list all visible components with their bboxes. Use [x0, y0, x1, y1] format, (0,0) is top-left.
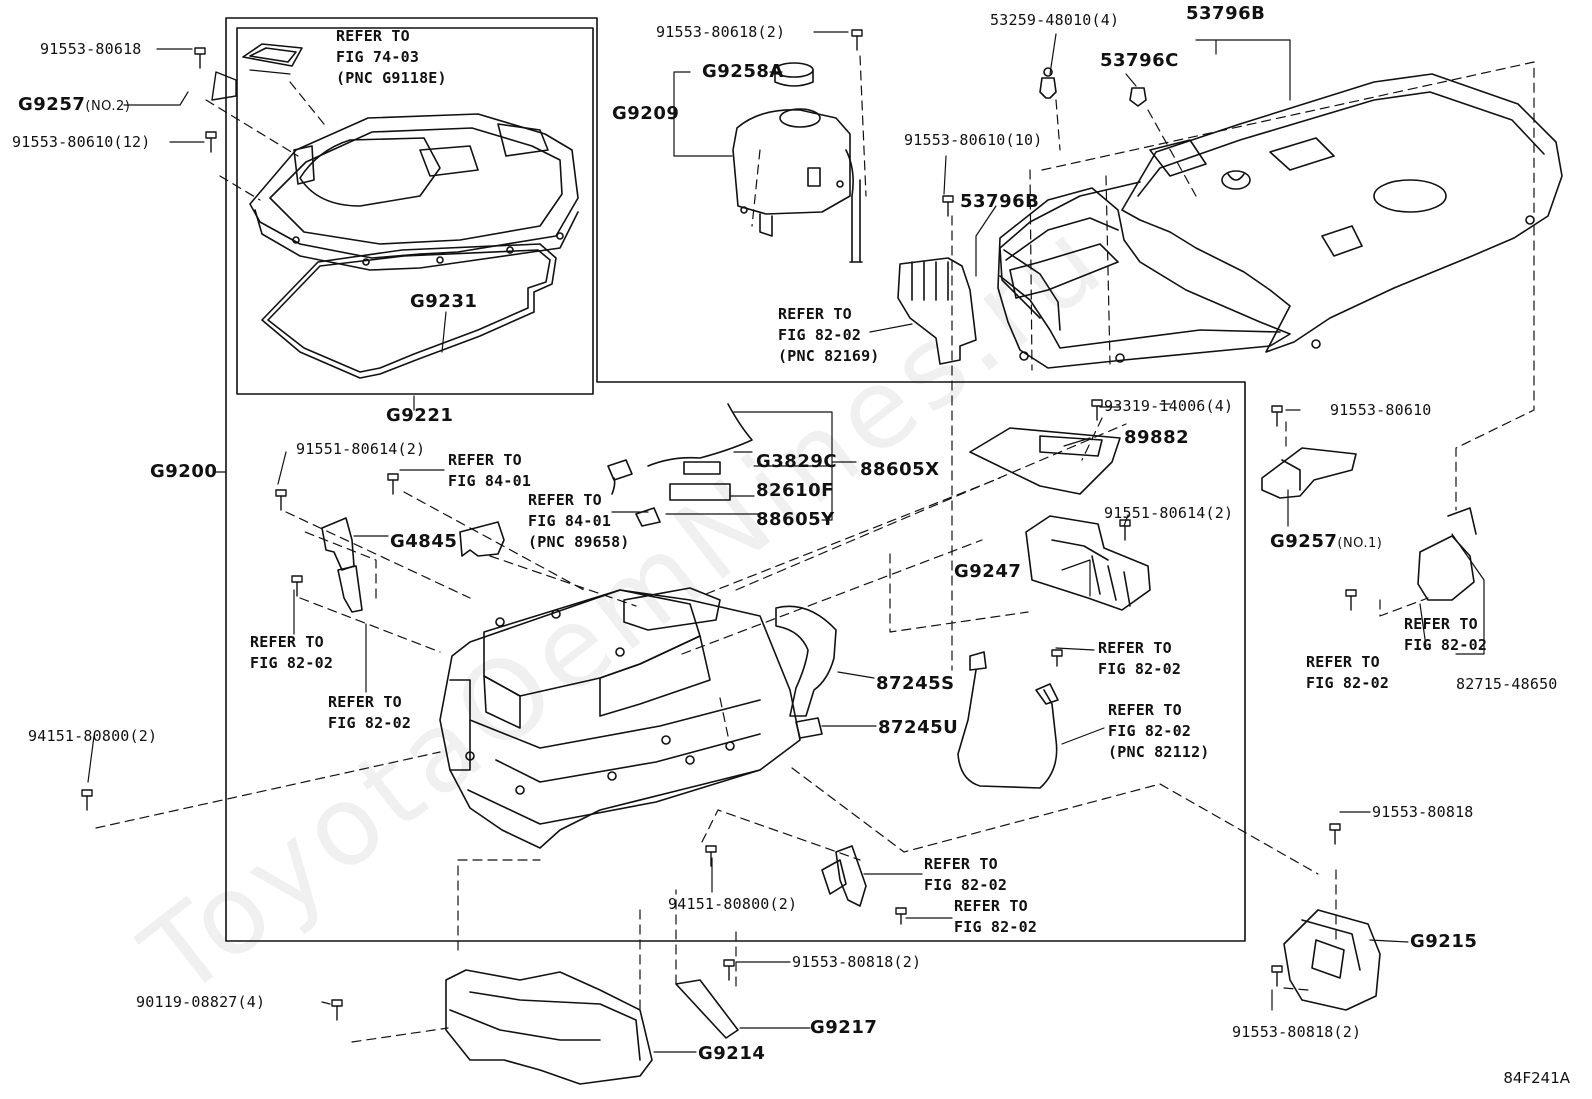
label-g3829c: G3829C — [756, 451, 838, 472]
label-g4845: G4845 — [390, 531, 458, 552]
bracket-82-02-left — [337, 565, 363, 613]
label-refer-fig-74-03: REFER TO FIG 74-03 (PNC G9118E) — [336, 27, 447, 87]
label-refer-fig-82-02-g: REFER TO FIG 82-02 — [954, 897, 1038, 936]
label-91553-80818: 91553-80818 — [1372, 803, 1474, 821]
label-93319-14006: 93319-14006(4) — [1104, 397, 1234, 415]
mount-g9215 — [1283, 909, 1381, 1011]
label-refer-fig-84-01: REFER TO FIG 84-01 — [448, 451, 532, 490]
label-91553-80618: 91553-80618 — [40, 40, 142, 58]
leader-lines — [87, 31, 1485, 1053]
label-g9257-no1-sub: (NO.1) — [1337, 536, 1383, 551]
label-53796c: 53796C — [1100, 50, 1179, 71]
label-refer-fig-82-02-c: REFER TO FIG 82-02 — [1098, 639, 1182, 678]
connector-cover-g9247 — [1025, 515, 1151, 611]
label-g9231: G9231 — [410, 291, 478, 312]
label-refer-fig-82-02-f: REFER TO FIG 82-02 — [924, 855, 1008, 894]
label-g9215: G9215 — [1410, 931, 1478, 952]
label-g9209: G9209 — [612, 103, 680, 124]
label-91553-80610-12: 91553-80610(12) — [12, 133, 151, 151]
label-g9257-no1-code: G9257 — [1270, 531, 1338, 552]
label-53796b-mid: 53796B — [960, 191, 1040, 212]
clamp-87245u — [795, 717, 823, 739]
label-refer-pnc-82112: REFER TO FIG 82-02 (PNC 82112) — [1108, 701, 1210, 761]
bracket-82715 — [1417, 535, 1475, 601]
bracket-g9257-no1 — [1261, 447, 1357, 499]
label-53259-48010: 53259-48010(4) — [990, 11, 1120, 29]
grommet-53259 — [1039, 77, 1057, 99]
ecu-board-89882 — [969, 427, 1121, 495]
label-g9257-no2-sub: (NO.2) — [85, 99, 131, 114]
gasket-g9231 — [261, 243, 557, 379]
label-refer-fig-82-02-d: REFER TO FIG 82-02 — [1404, 615, 1488, 654]
label-refer-pnc-82169: REFER TO FIG 82-02 (PNC 82169) — [778, 305, 880, 365]
label-91553-80818-2-right: 91553-80818(2) — [1232, 1023, 1362, 1041]
cable-82112 — [969, 651, 987, 671]
label-94151-80800-left: 94151-80800(2) — [28, 727, 158, 745]
air-duct-cover-drawing — [997, 187, 1291, 369]
alignment-lines — [95, 55, 1535, 1043]
bracket-82169 — [897, 257, 977, 365]
label-refer-fig-82-02-e: REFER TO FIG 82-02 — [1306, 653, 1390, 692]
label-88605x: 88605X — [860, 459, 940, 480]
label-82715-48650: 82715-48650 — [1456, 675, 1558, 693]
label-g9217: G9217 — [810, 1017, 878, 1038]
wire-harness-g3829c — [647, 403, 753, 467]
label-82610f: 82610F — [756, 480, 834, 501]
label-g9257-no1: G9257(NO.1) — [1270, 532, 1382, 554]
label-94151-80800-mid: 94151-80800(2) — [668, 895, 798, 913]
label-91551-80614-right: 91551-80614(2) — [1104, 504, 1234, 522]
tray-g9214 — [445, 969, 653, 1085]
label-refer-fig-82-02-b: REFER TO FIG 82-02 — [328, 693, 412, 732]
label-89882: 89882 — [1124, 427, 1190, 448]
label-90119-08827: 90119-08827(4) — [136, 993, 266, 1011]
inverter-body-drawing — [439, 587, 801, 849]
strip-g9217 — [675, 979, 739, 1039]
label-87245s: 87245S — [876, 673, 955, 694]
label-g9257-no2: G9257(NO.2) — [18, 95, 130, 117]
label-87245u: 87245U — [878, 717, 959, 738]
label-g9221: G9221 — [386, 405, 454, 426]
label-91553-80618-2: 91553-80618(2) — [656, 23, 786, 41]
label-g9258a: G9258A — [702, 61, 784, 82]
figure-id: 84F241A — [1503, 1069, 1570, 1087]
label-g9247: G9247 — [954, 561, 1022, 582]
inverter-assembly-frame — [225, 17, 1246, 942]
label-g9257-no2-code: G9257 — [18, 94, 86, 115]
hose-87245s — [775, 605, 837, 717]
label-88605y: 88605Y — [756, 509, 835, 530]
label-91553-80818-2-mid: 91553-80818(2) — [792, 953, 922, 971]
label-g9214: G9214 — [698, 1043, 766, 1064]
clip-53796c — [1129, 87, 1147, 107]
warning-label-plate — [242, 43, 303, 67]
bracket-g4845 — [321, 517, 355, 571]
label-refer-fig-82-02-a: REFER TO FIG 82-02 — [250, 633, 334, 672]
inverter-cover-drawing — [249, 113, 579, 271]
coolant-reservoir-drawing — [732, 62, 863, 263]
label-g9200: G9200 — [150, 461, 218, 482]
label-53796b-top: 53796B — [1186, 3, 1266, 24]
bracket-82-02-bottom — [835, 845, 867, 907]
label-91553-80610-10: 91553-80610(10) — [904, 131, 1043, 149]
label-91551-80614-left: 91551-80614(2) — [296, 440, 426, 458]
label-91553-80610-right: 91553-80610 — [1330, 401, 1432, 419]
inverter-cover-subframe — [236, 27, 594, 395]
bracket-84-01 — [459, 521, 505, 557]
label-refer-pnc-89658: REFER TO FIG 84-01 (PNC 89658) — [528, 491, 630, 551]
